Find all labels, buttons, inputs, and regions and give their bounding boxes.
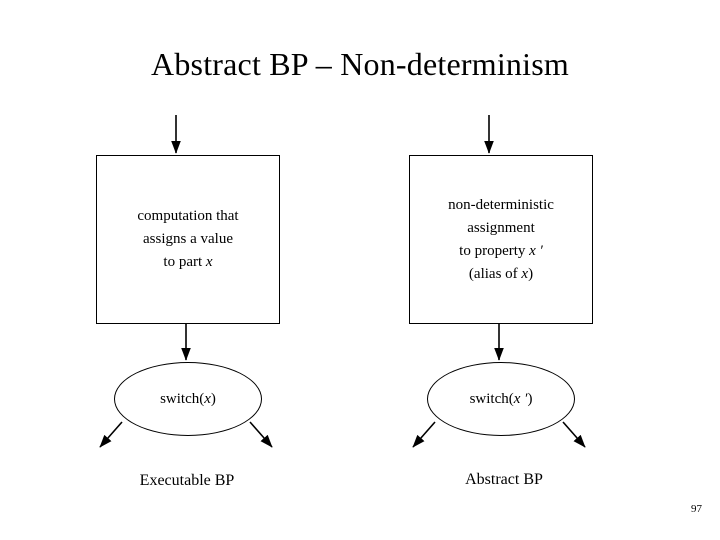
switch-x-prime-ellipse-text: switch(x ′) bbox=[469, 391, 533, 407]
switch-x-ellipse-text: switch(x) bbox=[160, 391, 216, 407]
arrow-right-ellipse-out-left bbox=[412, 421, 436, 448]
switch-x-prime-ellipse: switch(x ′) bbox=[427, 362, 575, 436]
page-title: Abstract BP – Non-determinism bbox=[151, 46, 569, 82]
executable-bp-label: Executable BP bbox=[139, 472, 235, 489]
arrow-right-ellipse-out-right bbox=[562, 421, 586, 448]
switch-x-ellipse: switch(x) bbox=[114, 362, 262, 436]
arrow-left-ellipse-out-right bbox=[249, 421, 273, 448]
abstract-bp-label: Abstract BP bbox=[465, 471, 543, 488]
page-number: 97 bbox=[691, 503, 702, 515]
arrow-left-ellipse-out-left bbox=[99, 421, 123, 448]
